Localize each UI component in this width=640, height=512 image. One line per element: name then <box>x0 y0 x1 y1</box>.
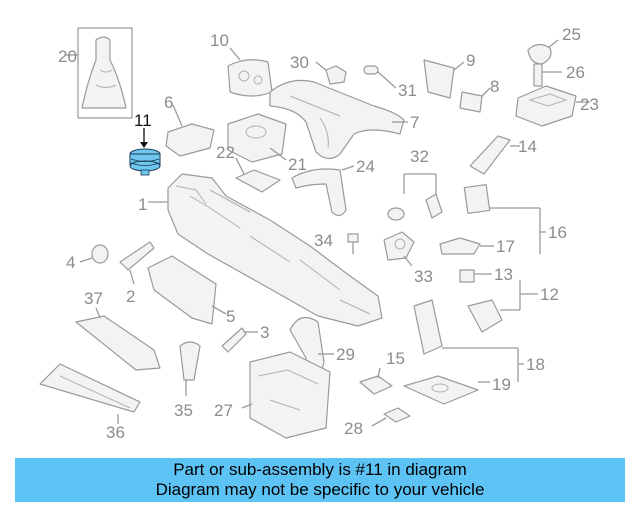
callout-4: 4 <box>66 253 75 272</box>
callout-14: 14 <box>518 137 537 156</box>
callout-37: 37 <box>84 289 103 308</box>
callout-6: 6 <box>164 93 173 112</box>
part-36 <box>39 363 141 413</box>
part-37 <box>75 315 161 371</box>
part-24 <box>291 168 347 217</box>
banner-line-2: Diagram may not be specific to your vehi… <box>155 480 485 499</box>
callout-9: 9 <box>466 51 475 70</box>
callout-29: 29 <box>336 345 355 364</box>
banner-line-1: Part or sub-assembly is #11 in diagram <box>173 460 467 479</box>
callout-13: 13 <box>494 265 513 284</box>
part-20-shift-boot <box>77 27 133 119</box>
part-7-trim <box>269 79 405 160</box>
part-18 <box>413 299 524 382</box>
part-32 <box>387 173 443 221</box>
callout-5: 5 <box>226 307 235 326</box>
callout-33: 33 <box>414 267 433 286</box>
callout-21: 21 <box>288 155 307 174</box>
part-3 <box>221 327 247 353</box>
callout-1: 1 <box>138 195 147 214</box>
callout-7: 7 <box>410 113 419 132</box>
part-5 <box>147 255 217 325</box>
part-9 <box>423 59 455 99</box>
part-16 <box>463 183 546 254</box>
part-15 <box>359 375 393 395</box>
callout-2: 2 <box>126 287 135 306</box>
part-6 <box>165 123 215 157</box>
callout-25: 25 <box>562 25 581 44</box>
callout-28: 28 <box>344 419 363 438</box>
callout-15: 15 <box>386 349 405 368</box>
part-31 <box>363 65 397 89</box>
part-33 <box>383 231 415 261</box>
part-27-housing <box>249 351 331 439</box>
part-26-shaft <box>533 63 543 87</box>
info-banner: Part or sub-assembly is #11 in diagram D… <box>15 458 625 502</box>
callout-34: 34 <box>314 231 333 250</box>
callout-36: 36 <box>106 423 125 442</box>
callout-35: 35 <box>174 401 193 420</box>
part-10 <box>227 59 273 97</box>
callout-17: 17 <box>496 237 515 256</box>
part-25-knob <box>527 43 552 65</box>
callout-11: 11 <box>134 111 152 130</box>
part-21-boot <box>227 113 287 163</box>
part-2 <box>119 241 155 271</box>
callout-19: 19 <box>492 375 511 394</box>
part-28 <box>383 407 411 423</box>
parts-diagram: 20 11 6 10 30 31 9 8 25 26 23 7 22 21 24… <box>39 25 599 442</box>
callout-31: 31 <box>398 81 417 100</box>
callout-30: 30 <box>290 53 309 72</box>
part-13 <box>459 269 475 283</box>
part-22 <box>235 169 281 193</box>
callout-18: 18 <box>526 355 545 374</box>
callout-12: 12 <box>540 285 559 304</box>
part-19 <box>403 375 479 405</box>
callout-24: 24 <box>356 157 375 176</box>
callout-10: 10 <box>210 31 229 50</box>
part-30 <box>325 65 347 85</box>
callout-labels: 20 11 6 10 30 31 9 8 25 26 23 7 22 21 24… <box>58 25 599 442</box>
part-17 <box>439 237 481 255</box>
callout-20: 20 <box>58 47 77 66</box>
callout-22: 22 <box>216 143 235 162</box>
callout-27: 27 <box>214 401 233 420</box>
part-23-base <box>515 85 577 127</box>
part-1-console <box>167 173 383 327</box>
callout-3: 3 <box>260 323 269 342</box>
part-4 <box>91 244 109 264</box>
part-11-highlighted <box>129 128 161 176</box>
part-8 <box>459 91 483 113</box>
part-34 <box>347 233 359 254</box>
part-14 <box>469 135 511 175</box>
callout-8: 8 <box>490 77 499 96</box>
callout-26: 26 <box>566 63 585 82</box>
callout-32: 32 <box>410 147 429 166</box>
callout-23: 23 <box>580 95 599 114</box>
callout-16: 16 <box>548 223 567 242</box>
part-35 <box>179 341 201 381</box>
part-12 <box>467 280 538 333</box>
